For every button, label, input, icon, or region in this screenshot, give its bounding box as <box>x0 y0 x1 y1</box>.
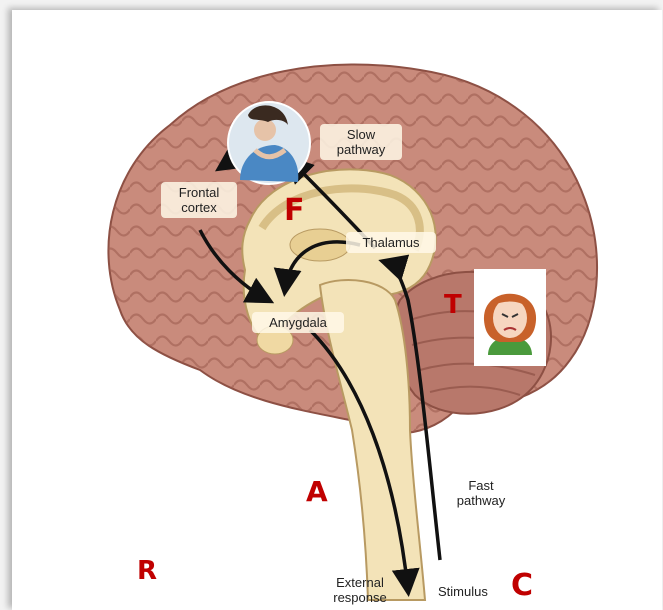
upset-woman-image <box>474 269 546 366</box>
external-response-label: External response <box>322 575 398 605</box>
stimulus-label: Stimulus <box>438 584 508 599</box>
thalamus-label: Thalamus <box>346 232 436 253</box>
letter-r: R <box>137 556 157 586</box>
letter-f: F <box>284 193 305 228</box>
sad-person-image <box>228 102 310 184</box>
frontal-cortex-label: Frontal cortex <box>161 182 237 218</box>
fast-pathway-label: Fast pathway <box>445 478 517 508</box>
amygdala-label: Amygdala <box>252 312 344 333</box>
letter-a: A <box>306 475 328 508</box>
letter-c: C <box>511 568 533 603</box>
letter-t: T <box>444 290 462 320</box>
slow-pathway-label: Slow pathway <box>320 124 402 160</box>
